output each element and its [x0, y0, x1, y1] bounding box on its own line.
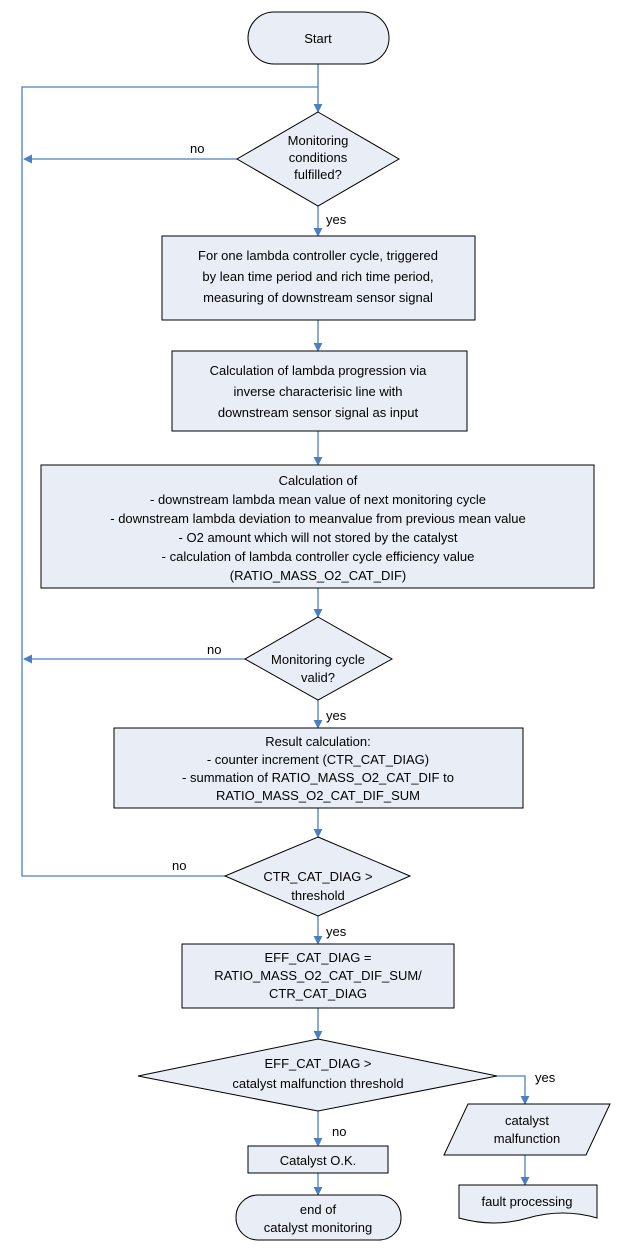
yes-label-valid: yes — [326, 708, 347, 723]
data-catalyst-malfunction: catalyst malfunction — [443, 1103, 611, 1156]
end-terminator: end of catalyst monitoring — [235, 1194, 402, 1241]
decision-counter-threshold: CTR_CAT_DIAG > threshold — [223, 836, 412, 917]
eff-line-2: RATIO_MASS_O2_CAT_DIF_SUM/ — [214, 968, 422, 983]
arrow-yes-malfunction — [497, 1075, 530, 1105]
process-efficiency: EFF_CAT_DIAG = RATIO_MASS_O2_CAT_DIF_SUM… — [181, 943, 455, 1009]
loop-back-line — [21, 86, 318, 877]
calculation-line-6: (RATIO_MASS_O2_CAT_DIF) — [230, 568, 407, 583]
measure-line-2: by lean time period and rich time period… — [202, 269, 433, 284]
process-catalyst-ok: Catalyst O.K. — [247, 1145, 389, 1174]
fault-label: fault processing — [481, 1194, 572, 1209]
document-fault-processing: fault processing — [458, 1184, 598, 1224]
decision-monitoring-conditions: Monitoring conditions fulfilled? — [236, 111, 400, 207]
effdecision-line-2: catalyst malfunction threshold — [232, 1076, 403, 1091]
catalyst-ok-label: Catalyst O.K. — [280, 1153, 357, 1168]
calculation-line-1: Calculation of — [279, 473, 358, 488]
conditions-line-2: conditions — [289, 150, 348, 165]
calculation-line-5: - calculation of lambda controller cycle… — [162, 549, 475, 564]
measure-line-1: For one lambda controller cycle, trigger… — [198, 248, 438, 263]
decision-cycle-valid: Monitoring cycle valid? — [243, 616, 394, 701]
process-measure-signal: For one lambda controller cycle, trigger… — [161, 235, 476, 321]
no-label-conditions: no — [190, 141, 204, 156]
measure-line-3: measuring of downstream sensor signal — [203, 290, 433, 305]
malfunction-line-2: malfunction — [494, 1131, 560, 1146]
process-lambda-progression: Calculation of lambda progression via in… — [171, 350, 468, 432]
connectors — [21, 64, 530, 1196]
calculation-line-4: - O2 amount which will not stored by the… — [179, 530, 458, 545]
effdecision-line-1: EFF_CAT_DIAG > — [264, 1056, 371, 1071]
conditions-line-3: fulfilled? — [294, 167, 342, 182]
eff-line-3: CTR_CAT_DIAG — [269, 986, 367, 1001]
counter-line-1: CTR_CAT_DIAG > — [263, 869, 372, 884]
yes-label-counter: yes — [326, 924, 347, 939]
result-line-4: RATIO_MASS_O2_CAT_DIF_SUM — [216, 788, 420, 803]
result-line-3: - summation of RATIO_MASS_O2_CAT_DIF to — [182, 770, 454, 785]
calculation-line-3: - downstream lambda deviation to meanval… — [110, 511, 526, 526]
valid-line-1: Monitoring cycle — [271, 652, 365, 667]
progression-line-1: Calculation of lambda progression via — [210, 363, 428, 378]
process-calculation: Calculation of - downstream lambda mean … — [40, 464, 595, 589]
process-result-calculation: Result calculation: - counter increment … — [113, 727, 524, 809]
conditions-line-1: Monitoring — [288, 133, 349, 148]
progression-line-2: inverse characterisic line with — [233, 384, 402, 399]
eff-line-1: EFF_CAT_DIAG = — [264, 950, 371, 965]
no-label-efficiency: no — [332, 1124, 346, 1139]
yes-label-conditions: yes — [326, 212, 347, 227]
start-terminator: Start — [247, 11, 390, 65]
no-label-counter: no — [172, 858, 186, 873]
no-label-valid: no — [207, 642, 221, 657]
end-line-1: end of — [300, 1202, 337, 1217]
result-line-2: - counter increment (CTR_CAT_DIAG) — [207, 752, 429, 767]
progression-line-3: downstream sensor signal as input — [218, 405, 419, 420]
decision-efficiency-threshold: EFF_CAT_DIAG > catalyst malfunction thre… — [137, 1038, 498, 1112]
calculation-line-2: - downstream lambda mean value of next m… — [150, 492, 486, 507]
result-line-1: Result calculation: — [265, 734, 371, 749]
valid-line-2: valid? — [301, 670, 335, 685]
start-label: Start — [304, 31, 332, 46]
branch-labels: no yes no yes no yes yes no — [172, 141, 556, 1139]
counter-line-2: threshold — [291, 888, 344, 903]
malfunction-line-1: catalyst — [505, 1113, 549, 1128]
end-line-2: catalyst monitoring — [264, 1220, 372, 1235]
yes-label-efficiency: yes — [535, 1070, 556, 1085]
